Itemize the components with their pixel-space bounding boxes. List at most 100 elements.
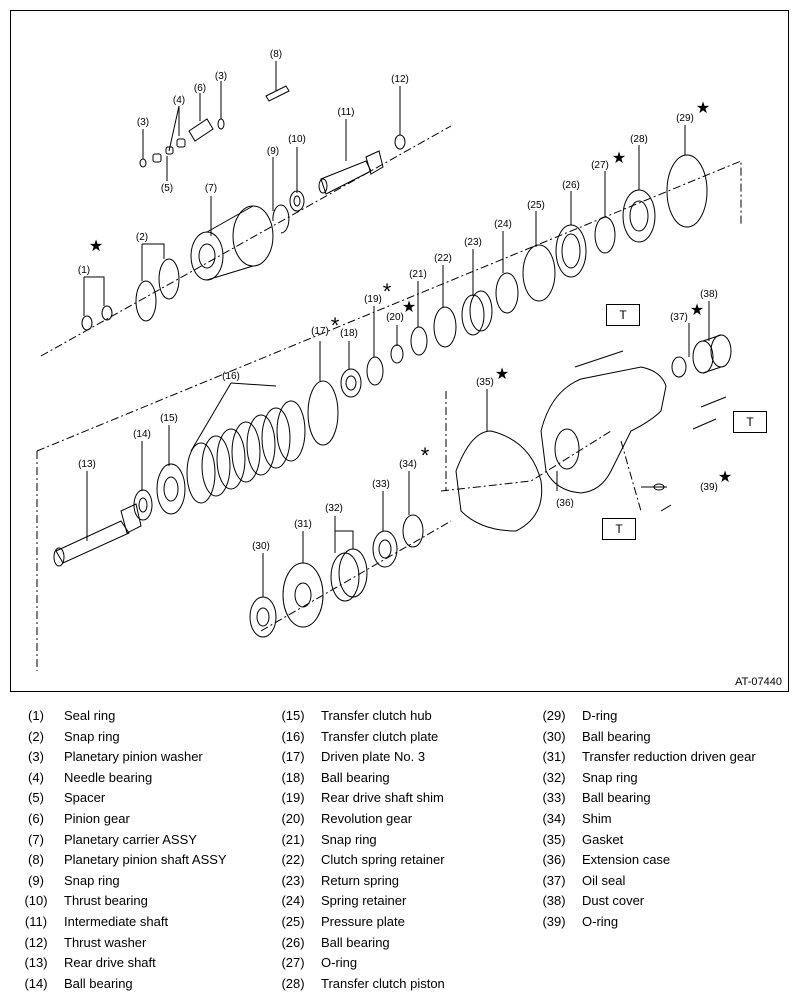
ball-bearing-14-part: [133, 489, 153, 521]
callout-17: (17): [311, 326, 329, 337]
asterisk-mark: *: [383, 279, 392, 304]
legend-part-name: Intermediate shaft: [64, 913, 169, 929]
seal-ring-part: [81, 305, 113, 331]
bolts: [574, 350, 727, 512]
star-mark: ★: [718, 469, 732, 486]
gasket-part: [455, 430, 543, 532]
legend-part-name: Pinion gear: [64, 810, 130, 826]
legend-number: (2): [28, 728, 44, 744]
callout-16: (16): [222, 371, 240, 382]
legend-number: (32): [542, 769, 566, 785]
transfer-clutch-hub-part: [156, 463, 186, 515]
star-mark: ★: [402, 299, 416, 316]
legend-number: (5): [28, 790, 44, 806]
parts-legend: (1)Seal ring(2)Snap ring(3)Planetary pin…: [0, 708, 800, 998]
legend-part-name: Planetary pinion shaft ASSY: [64, 852, 227, 868]
ball-bearing-30-part: [249, 596, 277, 638]
legend-part-name: Snap ring: [321, 831, 377, 847]
callout-37: (37): [670, 312, 688, 323]
callout-21: (21): [409, 269, 427, 280]
legend-part-name: Needle bearing: [64, 769, 153, 785]
legend-part-name: O-ring: [321, 955, 358, 971]
legend-number: (15): [281, 708, 305, 723]
tightening-torque-box: T: [602, 518, 636, 540]
ball-bearing-18-part: [340, 368, 362, 398]
legend-number: (11): [24, 913, 48, 929]
pressure-plate-part: [522, 244, 556, 302]
transfer-clutch-plates-part: [186, 400, 306, 504]
marks: ★ ★ ★ ★ ★ ★ ★ * * *: [89, 100, 732, 486]
legend-number: (25): [281, 913, 305, 929]
legend-number: (12): [24, 934, 48, 950]
snap-ring-9-part: [272, 204, 290, 234]
legend-number: (4): [28, 769, 44, 785]
legend-number: (8): [28, 852, 44, 868]
callout-27: (27): [591, 160, 609, 171]
snap-ring-32-part: [330, 548, 368, 602]
rear-drive-shaft-part: [53, 503, 142, 567]
callout-12: (12): [391, 74, 409, 85]
legend-part-name: Dust cover: [582, 893, 645, 909]
legend-number: (28): [281, 975, 305, 991]
callout-23: (23): [464, 237, 482, 248]
legend-number: (35): [542, 831, 566, 847]
star-mark: ★: [690, 302, 704, 319]
legend-part-name: Snap ring: [64, 728, 120, 744]
legend-number: (17): [281, 749, 305, 765]
legend-number: (38): [542, 893, 566, 909]
callout-2: (2): [136, 232, 148, 243]
legend-number: (31): [542, 749, 566, 765]
legend-part-name: Gasket: [582, 831, 624, 847]
callout-29: (29): [676, 113, 694, 124]
callout-33: (33): [372, 479, 390, 490]
callout-4: (4): [173, 95, 185, 106]
legend-part-name: Snap ring: [582, 769, 638, 785]
legend-number: (3): [28, 749, 44, 765]
legend-number: (26): [281, 934, 305, 950]
callout-7: (7): [205, 183, 217, 194]
callout-13: (13): [78, 459, 96, 470]
callout-9: (9): [267, 146, 279, 157]
pinion-shaft-part: [265, 85, 290, 102]
callout-25: (25): [527, 200, 545, 211]
legend-number: (30): [542, 728, 566, 744]
legend-part-name: Ball bearing: [582, 790, 651, 806]
legend-number: (36): [542, 852, 566, 868]
tightening-torque-box: T: [606, 304, 640, 326]
legend-part-name: Thrust bearing: [64, 893, 148, 909]
shim-34-part: [402, 514, 424, 548]
reduction-driven-gear-part: [282, 562, 324, 628]
legend-part-name: Transfer reduction driven gear: [582, 749, 756, 765]
legend-number: (33): [542, 790, 566, 806]
legend-part-name: Oil seal: [582, 872, 626, 888]
extension-case-part: [540, 366, 667, 494]
exploded-diagram-drawing: (1) (2) (3) (3) (4) (5) (6) (7) (8) (9) …: [36, 49, 742, 671]
callout-8: (8): [270, 49, 282, 60]
legend-number: (19): [281, 790, 305, 806]
intermediate-shaft-part: [318, 150, 384, 195]
legend-number: (29): [542, 708, 566, 723]
callout-11: (11): [337, 107, 354, 118]
shim-19-part: [366, 356, 384, 386]
callout-24: (24): [494, 219, 512, 230]
legend-part-name: Spacer: [64, 790, 106, 806]
callout-10: (10): [288, 134, 306, 145]
snap-ring-21-part: [410, 326, 428, 356]
legend-part-name: Ball bearing: [582, 728, 651, 744]
assembly-axis-lines: [36, 125, 742, 671]
callout-26: (26): [562, 180, 580, 191]
snap-ring-part: [135, 258, 180, 322]
legend-part-name: Revolution gear: [321, 810, 413, 826]
legend-number: (18): [281, 769, 305, 785]
legend-number: (24): [281, 893, 305, 909]
legend-part-name: Thrust washer: [64, 934, 147, 950]
legend-part-name: Spring retainer: [321, 893, 407, 909]
callout-36: (36): [556, 498, 574, 509]
callout-15: (15): [160, 413, 178, 424]
callout-6: (6): [194, 83, 206, 94]
legend-number: (9): [28, 872, 44, 888]
thrust-bearing-part: [289, 190, 305, 212]
callout-3: (3): [215, 71, 227, 82]
legend-part-name: Ball bearing: [321, 769, 390, 785]
thrust-washer-part: [394, 134, 406, 150]
